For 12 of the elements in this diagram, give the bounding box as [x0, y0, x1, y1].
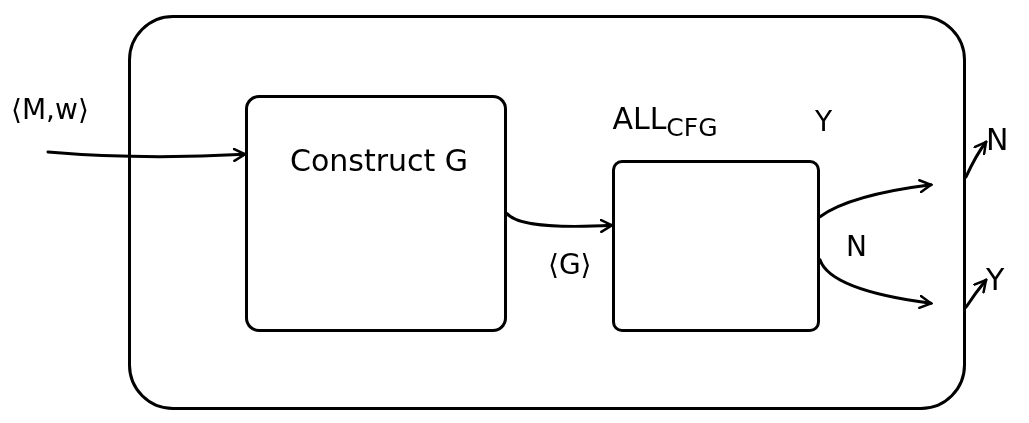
arrow	[964, 278, 988, 309]
arrow	[505, 212, 614, 234]
process-box	[245, 95, 507, 332]
arrow	[46, 147, 247, 163]
arrow	[818, 258, 933, 309]
arrow	[818, 179, 933, 219]
arrow	[964, 140, 988, 179]
box-title: ALL$_{CFG}$	[611, 101, 719, 142]
output-label: N	[986, 122, 1010, 157]
decider-box	[128, 15, 966, 410]
output-label: Y	[986, 262, 1006, 297]
box-title: Construct G	[288, 143, 470, 178]
